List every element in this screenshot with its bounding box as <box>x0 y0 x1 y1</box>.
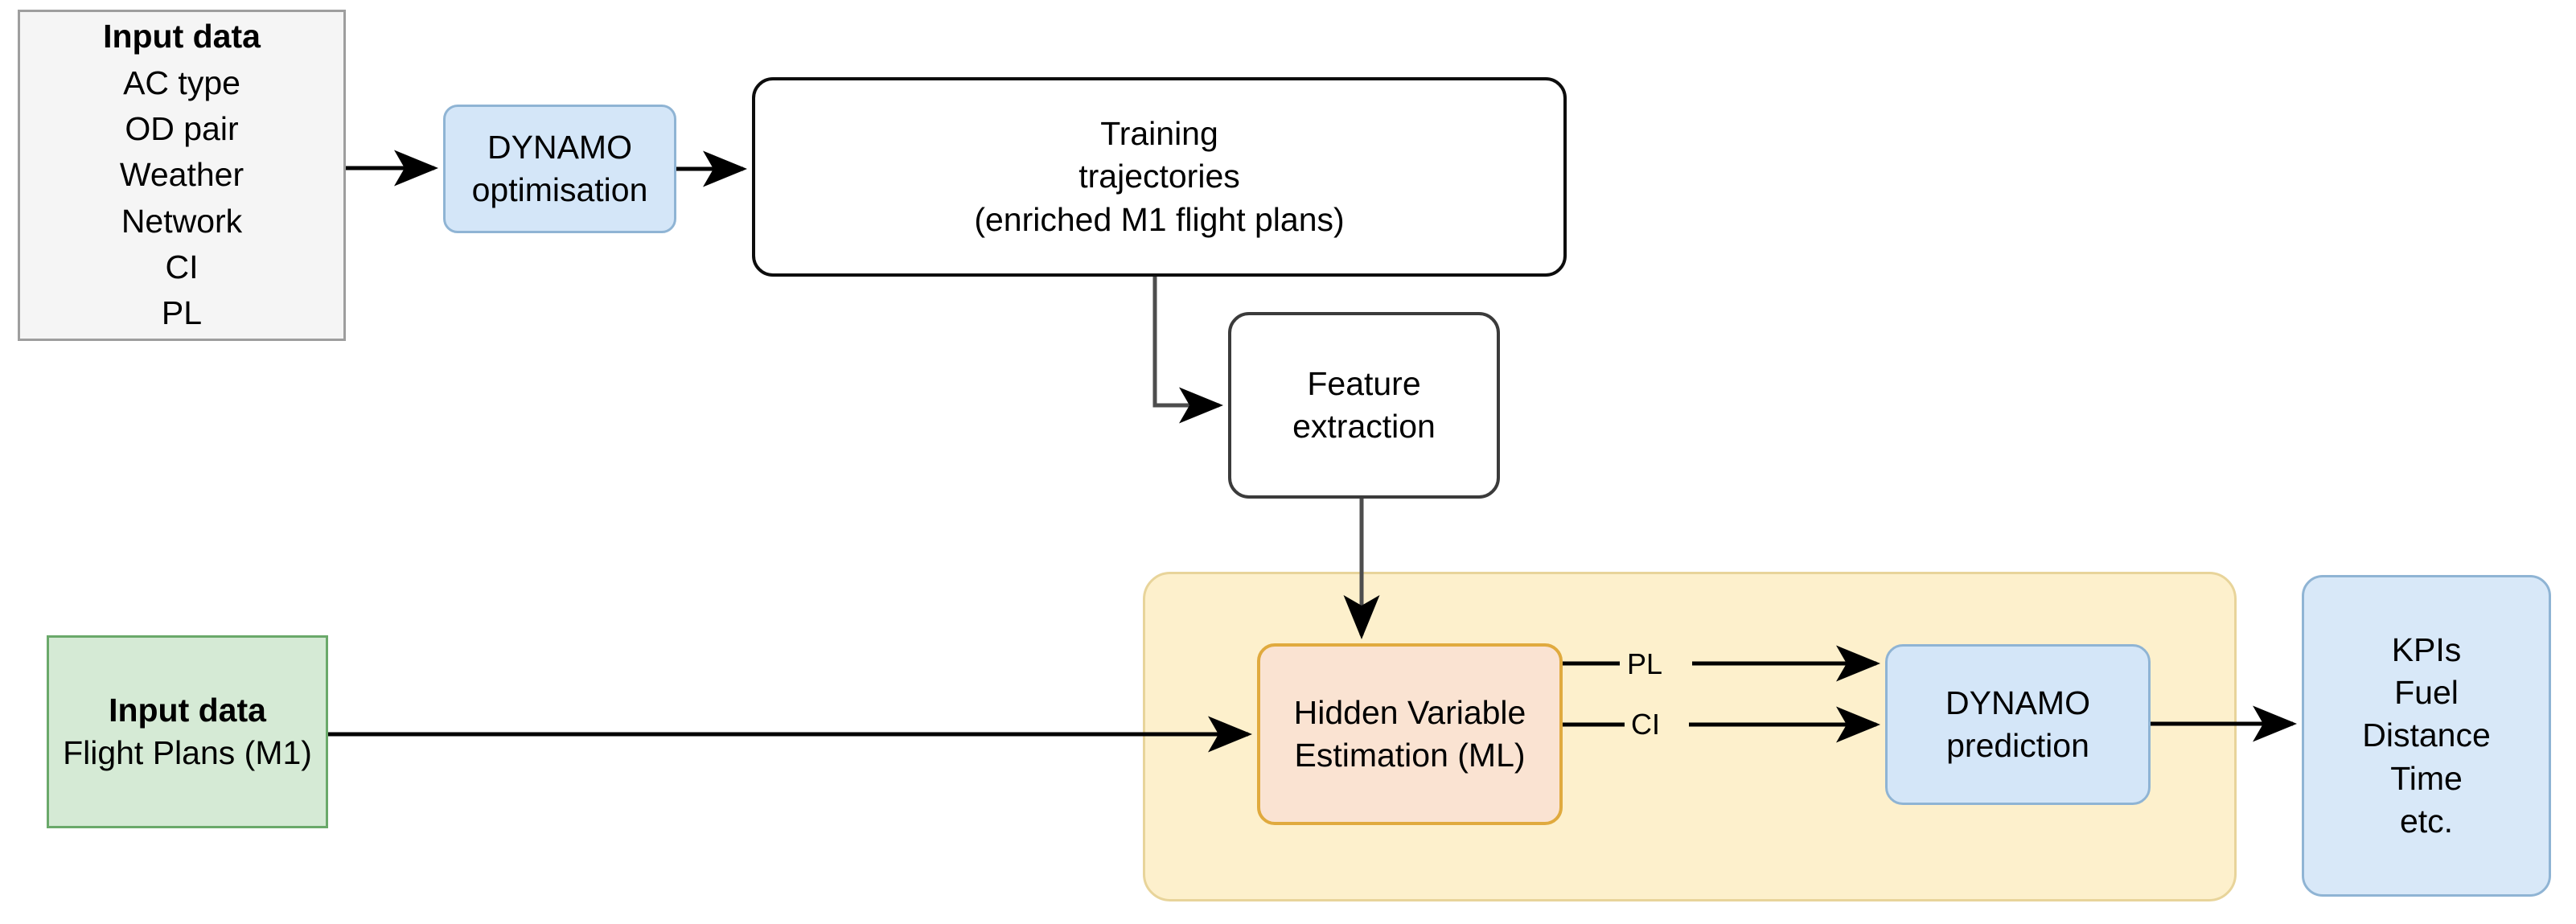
node-training-trajectories-line-2: (enriched M1 flight plans) <box>974 200 1345 238</box>
node-dynamo-prediction-line-1: prediction <box>1946 727 2089 764</box>
node-hidden-variable-estimation-line-1: Estimation (ML) <box>1294 737 1526 774</box>
node-input-data-parameters-line-6: PL <box>161 294 203 332</box>
node-dynamo-optimisation-line-1: optimisation <box>471 171 648 208</box>
node-training-trajectories-line-1: trajectories <box>1078 158 1240 195</box>
node-training-trajectories-line-0: Training <box>1100 115 1218 153</box>
node-input-data-parameters-line-4: Network <box>121 202 243 240</box>
edge-label-ci-mask <box>1625 712 1689 742</box>
node-input-data-parameters[interactable]: Input data AC type OD pair Weather Netwo… <box>18 10 346 341</box>
node-kpis-output-line-4: etc. <box>2399 802 2454 840</box>
node-kpis-output[interactable]: KPIs Fuel Distance Time etc. <box>2302 575 2551 897</box>
node-hidden-variable-estimation-line-0: Hidden Variable <box>1293 693 1526 731</box>
node-feature-extraction-line-1: extraction <box>1292 408 1436 445</box>
node-feature-extraction-line-0: Feature <box>1307 364 1421 402</box>
node-input-data-parameters-line-1: AC type <box>123 64 240 101</box>
node-dynamo-optimisation-line-0: DYNAMO <box>487 128 632 166</box>
node-dynamo-prediction[interactable]: DYNAMO prediction <box>1885 644 2151 805</box>
node-kpis-output-line-3: Time <box>2390 759 2463 797</box>
node-kpis-output-line-1: Fuel <box>2394 674 2459 712</box>
node-dynamo-optimisation[interactable]: DYNAMO optimisation <box>443 105 676 233</box>
node-input-data-parameters-line-5: CI <box>165 248 199 285</box>
node-training-trajectories[interactable]: Training trajectories (enriched M1 fligh… <box>752 77 1567 277</box>
node-dynamo-prediction-line-0: DYNAMO <box>1945 684 2090 721</box>
node-kpis-output-line-0: KPIs <box>2391 630 2462 668</box>
edge-training-to-feature-extraction <box>1152 277 1223 424</box>
node-kpis-output-line-2: Distance <box>2362 717 2491 754</box>
node-input-data-flight-plans-line-1: Flight Plans (M1) <box>63 734 312 771</box>
edge-label-pl: PL <box>1627 647 1663 680</box>
node-input-data-parameters-line-2: OD pair <box>125 110 239 148</box>
node-input-data-flight-plans[interactable]: Input data Flight Plans (M1) <box>47 635 328 828</box>
node-input-data-parameters-line-3: Weather <box>119 156 244 194</box>
node-feature-extraction[interactable]: Feature extraction <box>1228 312 1500 499</box>
node-input-data-parameters-line-0: Input data <box>103 18 261 55</box>
edge-label-ci: CI <box>1631 708 1660 741</box>
node-hidden-variable-estimation[interactable]: Hidden Variable Estimation (ML) <box>1257 643 1563 825</box>
node-input-data-flight-plans-line-0: Input data <box>109 691 266 729</box>
